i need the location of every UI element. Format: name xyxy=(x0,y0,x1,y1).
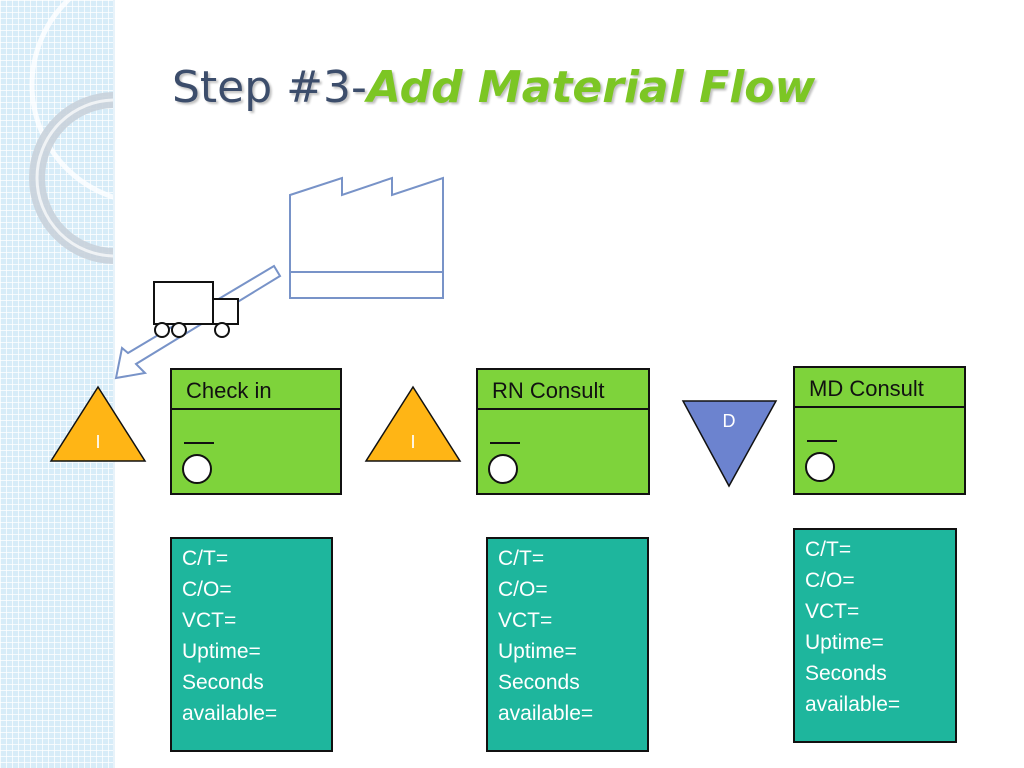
decorative-circles-icon xyxy=(29,0,113,264)
slide-title: Step #3-Add Material Flow xyxy=(172,62,815,113)
data-line: Seconds xyxy=(182,671,264,694)
data-line: C/T= xyxy=(182,547,229,570)
data-box-md-consult: C/T= C/O= VCT= Uptime= Seconds available… xyxy=(793,528,957,743)
process-box-md-consult: MD Consult xyxy=(793,366,966,495)
data-line: C/O= xyxy=(805,569,855,592)
data-line: C/T= xyxy=(498,547,545,570)
operator-icon xyxy=(182,454,212,484)
data-line: Seconds xyxy=(805,662,887,685)
delay-triangle-icon xyxy=(681,400,778,488)
inventory-label: I xyxy=(410,432,416,452)
data-line: available= xyxy=(805,693,901,716)
data-line: C/T= xyxy=(805,538,852,561)
factory-icon xyxy=(289,176,444,299)
data-line: Seconds xyxy=(498,671,580,694)
data-line: VCT= xyxy=(498,609,553,632)
data-line: Uptime= xyxy=(805,631,884,654)
operator-icon xyxy=(805,452,835,482)
data-line: VCT= xyxy=(182,609,237,632)
process-name: MD Consult xyxy=(795,368,964,408)
data-box-check-in: C/T= C/O= VCT= Uptime= Seconds available… xyxy=(170,537,333,752)
data-line: available= xyxy=(498,702,594,725)
data-line: Uptime= xyxy=(498,640,577,663)
title-accent: Add Material Flow xyxy=(366,62,816,113)
title-prefix: Step #3- xyxy=(172,62,367,113)
data-line: C/O= xyxy=(498,578,548,601)
operator-icon xyxy=(488,454,518,484)
inventory-triangle-icon xyxy=(49,385,147,462)
data-line: Uptime= xyxy=(182,640,261,663)
delay-label: D xyxy=(722,411,736,431)
inventory-triangle-icon xyxy=(364,385,462,462)
decorative-side-strip xyxy=(0,0,115,768)
process-name: RN Consult xyxy=(478,370,648,410)
operator-line xyxy=(807,440,837,442)
operator-line xyxy=(490,442,520,444)
inventory-label: I xyxy=(95,432,101,452)
truck-icon xyxy=(153,281,239,338)
process-box-check-in: Check in xyxy=(170,368,342,495)
data-line: C/O= xyxy=(182,578,232,601)
data-line: VCT= xyxy=(805,600,860,623)
data-box-rn-consult: C/T= C/O= VCT= Uptime= Seconds available… xyxy=(486,537,649,752)
process-name: Check in xyxy=(172,370,340,410)
process-box-rn-consult: RN Consult xyxy=(476,368,650,495)
data-line: available= xyxy=(182,702,278,725)
operator-line xyxy=(184,442,214,444)
